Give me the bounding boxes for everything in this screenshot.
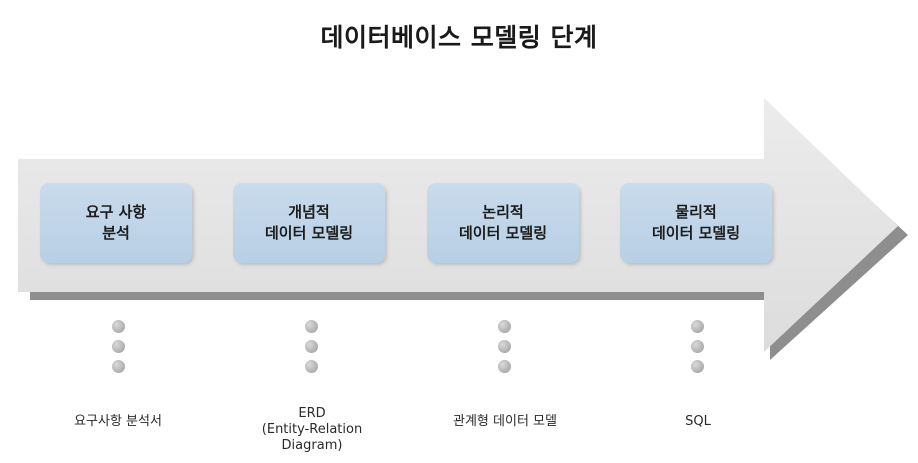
dot	[112, 320, 125, 333]
dot	[498, 360, 511, 373]
stage-physical-modeling: 물리적 데이터 모델링	[620, 183, 772, 263]
output-erd: ERD (Entity-Relation Diagram)	[222, 406, 402, 454]
dot	[305, 320, 318, 333]
stage-label-line2: 데이터 모델링	[458, 224, 548, 242]
stage-label-line1: 요구 사항	[85, 203, 147, 221]
output-relational-model: 관계형 데이터 모델	[415, 414, 595, 430]
connector-dots	[112, 320, 126, 374]
dot	[691, 340, 704, 353]
output-requirements-document: 요구사항 분석서	[28, 414, 208, 430]
output-label-line1: ERD	[298, 406, 326, 421]
output-label-line2: (Entity-Relation	[261, 422, 363, 437]
stage-conceptual-modeling: 개념적 데이터 모델링	[233, 183, 385, 263]
stage-logical-modeling: 논리적 데이터 모델링	[427, 183, 579, 263]
dot	[691, 320, 704, 333]
dot	[498, 320, 511, 333]
dot	[498, 340, 511, 353]
output-label-line1: 관계형 데이터 모델	[453, 414, 557, 429]
output-sql: SQL	[608, 414, 788, 430]
dot	[112, 360, 125, 373]
dot	[691, 360, 704, 373]
output-label-line1: SQL	[685, 414, 711, 429]
diagram-title: 데이터베이스 모델링 단계	[320, 23, 598, 52]
stage-label-line1: 물리적	[675, 203, 717, 221]
dot	[305, 360, 318, 373]
connector-dots	[305, 320, 319, 374]
dot	[305, 340, 318, 353]
dot	[112, 340, 125, 353]
output-label-line1: 요구사항 분석서	[74, 414, 162, 429]
stage-label-line2: 데이터 모델링	[651, 224, 741, 242]
stage-label-line1: 개념적	[288, 203, 330, 221]
stage-label-line2: 분석	[102, 224, 130, 242]
connector-dots	[498, 320, 512, 374]
stage-label-line2: 데이터 모델링	[264, 224, 354, 242]
connector-dots	[691, 320, 705, 374]
stage-requirements-analysis: 요구 사항 분석	[40, 183, 192, 263]
stage-label-line1: 논리적	[482, 203, 524, 221]
output-label-line3: Diagram)	[281, 438, 343, 453]
